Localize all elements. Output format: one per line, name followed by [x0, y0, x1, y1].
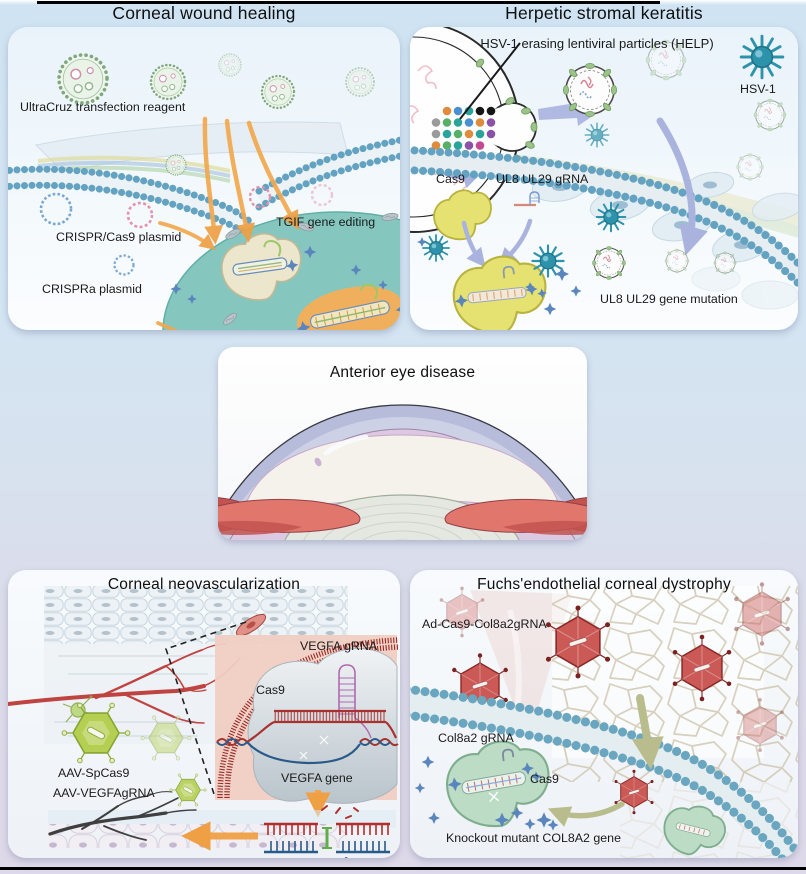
panel-fuchs-dystrophy: Ad-Cas9-Col8a2gRNA Col8a2 gRNA Cas9 Knoc…: [410, 570, 798, 858]
lipid-bilayer-membrane: [410, 685, 798, 858]
panel-title-corneal-wound-healing: Corneal wound healing: [112, 3, 296, 23]
release-arrow: [547, 801, 625, 827]
magnified-inset: [215, 635, 399, 804]
label-transfection-reagent: UltraCruz transfection reagent: [20, 100, 186, 114]
cas9-complex-icon: [216, 228, 307, 306]
injection-needle: [459, 42, 521, 120]
panel-corneal-wound-healing: UltraCruz transfection reagent CRISPR/Ca…: [8, 27, 400, 330]
iris-left: [218, 497, 361, 535]
label-tgif-gene-editing: TGIF gene editing: [276, 215, 376, 229]
cornea-section-backdrop: [470, 590, 572, 742]
label-col8a2-grna: Col8a2 gRNA: [438, 731, 514, 745]
label-crispr-cas9-plasmid: CRISPR/Cas9 plasmid: [56, 230, 182, 244]
panel-anterior-eye-disease: [218, 347, 587, 540]
entry-arrow: [656, 117, 708, 256]
label-aav-vegfagrna: AAV-VEGFAgRNA: [53, 786, 155, 800]
cut-dna-illustration: [264, 805, 390, 858]
magnifier-dashed-lines: [164, 621, 247, 795]
fuchs-dystrophy-artwork: [410, 581, 798, 858]
corneal-wound-healing-artwork: [8, 53, 400, 330]
panel-title-fuchs-dystrophy: Fuchs'endothelial corneal dystrophy: [477, 576, 731, 593]
label-ul8-ul29-grna: UL8 UL29 gRNA: [496, 172, 589, 186]
hsv1-virus-icon: [422, 234, 450, 262]
plasmid-icons: [39, 183, 334, 276]
crispra-activation-complex-icon: [295, 283, 400, 330]
aav-vector-icon: [169, 773, 207, 807]
label-help-particles: HSV-1 erasing lentiviral particles (HELP…: [480, 36, 714, 51]
bottom-rule: [0, 867, 806, 870]
label-aav-spcas9: AAV-SpCas9: [58, 766, 130, 780]
delivery-arrows: [156, 116, 299, 330]
help-lentiviral-particle-icon: [592, 246, 626, 280]
scissors-marks: [299, 735, 329, 760]
panel-title-corneal-neovascularization: Corneal neovascularization: [107, 576, 301, 593]
lipid-bilayer-membrane: [410, 146, 798, 289]
chamber-highlight: [323, 434, 369, 456]
cas9-protein-icon: [658, 798, 731, 858]
label-vegfa-grna: VEGFA gRNA: [300, 639, 378, 653]
lens: [284, 494, 520, 540]
label-vegfa-gene: VEGFA gene: [281, 771, 353, 785]
label-knockout-col8a2: Knockout mutant COL8A2 gene: [446, 831, 621, 845]
panel-title-anterior-eye-disease: Anterior eye disease: [329, 364, 476, 381]
label-crispra-plasmid: CRISPRa plasmid: [42, 282, 142, 296]
tgif-target-cell: [162, 211, 400, 330]
herpetic-stromal-keratitis-artwork: [410, 27, 798, 330]
hsv1-virus-icon: [739, 34, 785, 80]
panel-corneal-neovascularization: VEGFA gRNA Cas9 VEGFA gene AAV-SpCas9 AA…: [8, 570, 400, 858]
entry-arrow: [631, 694, 664, 770]
endothelial-tip-cell: [235, 613, 267, 637]
corneal-neovascularization-artwork: [8, 586, 399, 858]
label-cas9: Cas9: [256, 683, 285, 697]
cas9-grna-complex-icon: [441, 735, 555, 832]
cas9-protein-blob: [247, 648, 398, 804]
corneal-epithelium: [44, 586, 348, 644]
help-lentiviral-particle-icon: [562, 62, 618, 118]
top-rule: [37, 1, 660, 4]
label-ul8-ul29-gene-mutation: UL8 UL29 gene mutation: [600, 292, 738, 306]
label-cas9: Cas9: [530, 772, 559, 786]
label-cas9: Cas9: [436, 172, 465, 186]
rna-dna-ladder: [274, 709, 386, 724]
cut-site-marker: [322, 827, 332, 849]
label-ad-cas9-col8a2grna: Ad-Cas9-Col8a2gRNA: [422, 617, 547, 631]
anterior-eye-artwork: [218, 404, 587, 540]
panel-herpetic-stromal-keratitis: HSV-1 erasing lentiviral particles (HELP…: [410, 27, 798, 330]
label-hsv1: HSV-1: [740, 82, 776, 96]
vegfa-gene-dna: [216, 721, 399, 765]
panel-title-herpetic-stromal-keratitis: Herpetic stromal keratitis: [505, 3, 703, 23]
cas9-grna-complex-icon: [448, 251, 551, 330]
regressed-vessel: [48, 791, 197, 841]
plasmid-dot-array: [431, 106, 496, 150]
